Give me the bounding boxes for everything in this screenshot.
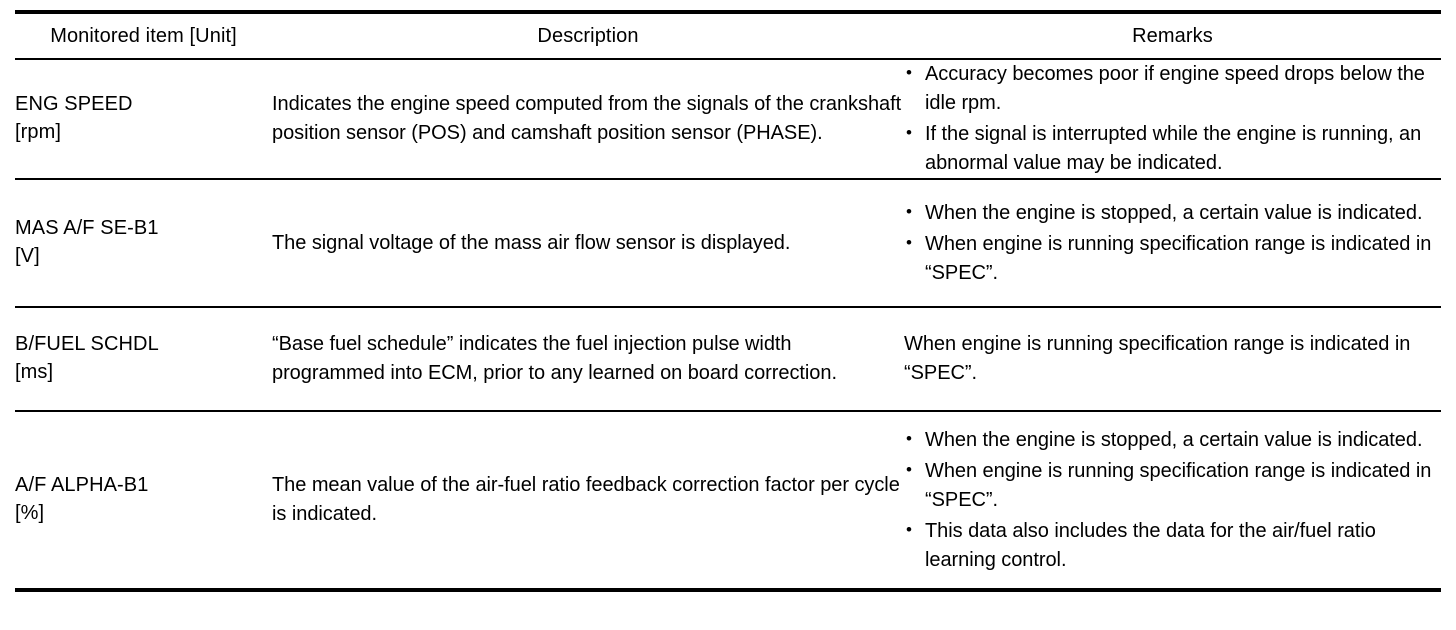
table-row: B/FUEL SCHDL [ms] “Base fuel schedule” i… [15, 307, 1441, 412]
cell-monitored-item: B/FUEL SCHDL [ms] [15, 307, 272, 412]
cell-monitored-item: MAS A/F SE-B1 [V] [15, 179, 272, 308]
column-header-monitored-item: Monitored item [Unit] [15, 10, 272, 60]
remark-item: Accuracy becomes poor if engine speed dr… [904, 59, 1441, 118]
monitored-item-unit: [%] [15, 502, 45, 524]
cell-remarks: When the engine is stopped, a certain va… [904, 411, 1441, 592]
monitored-item-name: MAS A/F SE-B1 [15, 217, 159, 240]
description-text: “Base fuel schedule” indicates the fuel … [272, 333, 837, 384]
cell-monitored-item: ENG SPEED [rpm] [15, 59, 272, 180]
monitored-item-name: A/F ALPHA-B1 [15, 474, 149, 497]
cell-remarks: Accuracy becomes poor if engine speed dr… [904, 59, 1441, 180]
cell-description: “Base fuel schedule” indicates the fuel … [272, 307, 904, 412]
cell-description: Indicates the engine speed computed from… [272, 59, 904, 180]
monitored-item-table: Monitored item [Unit] Description Remark… [15, 10, 1441, 592]
table-header: Monitored item [Unit] Description Remark… [15, 10, 1441, 60]
monitored-item-name: B/FUEL SCHDL [15, 333, 159, 356]
cell-description: The signal voltage of the mass air flow … [272, 179, 904, 308]
remarks-list: Accuracy becomes poor if engine speed dr… [904, 59, 1441, 178]
monitored-item-name: ENG SPEED [15, 93, 133, 116]
table-body: ENG SPEED [rpm] Indicates the engine spe… [15, 59, 1441, 592]
cell-description: The mean value of the air-fuel ratio fee… [272, 411, 904, 592]
remark-item: When engine is running specification ran… [904, 456, 1441, 515]
table-header-row: Monitored item [Unit] Description Remark… [15, 10, 1441, 60]
remark-text: When engine is running specification ran… [904, 333, 1411, 384]
description-text: The signal voltage of the mass air flow … [272, 231, 791, 254]
description-text: Indicates the engine speed computed from… [272, 93, 902, 144]
table-row: ENG SPEED [rpm] Indicates the engine spe… [15, 59, 1441, 180]
cell-remarks: When engine is running specification ran… [904, 307, 1441, 412]
monitored-item-unit: [rpm] [15, 121, 62, 143]
remark-item: When the engine is stopped, a certain va… [904, 425, 1441, 455]
remarks-list: When the engine is stopped, a certain va… [904, 425, 1441, 575]
remark-item: This data also includes the data for the… [904, 516, 1441, 575]
table-row: A/F ALPHA-B1 [%] The mean value of the a… [15, 411, 1441, 592]
description-text: The mean value of the air-fuel ratio fee… [272, 474, 900, 525]
monitored-item-unit: [V] [15, 245, 40, 267]
remark-item: When engine is running specification ran… [904, 229, 1441, 288]
monitored-item-unit: [ms] [15, 361, 54, 383]
remark-item: When the engine is stopped, a certain va… [904, 198, 1441, 228]
column-header-description: Description [272, 10, 904, 60]
remarks-list: When the engine is stopped, a certain va… [904, 198, 1441, 288]
table-row: MAS A/F SE-B1 [V] The signal voltage of … [15, 179, 1441, 308]
cell-remarks: When the engine is stopped, a certain va… [904, 179, 1441, 308]
column-header-remarks: Remarks [904, 10, 1441, 60]
remark-item: If the signal is interrupted while the e… [904, 119, 1441, 178]
cell-monitored-item: A/F ALPHA-B1 [%] [15, 411, 272, 592]
